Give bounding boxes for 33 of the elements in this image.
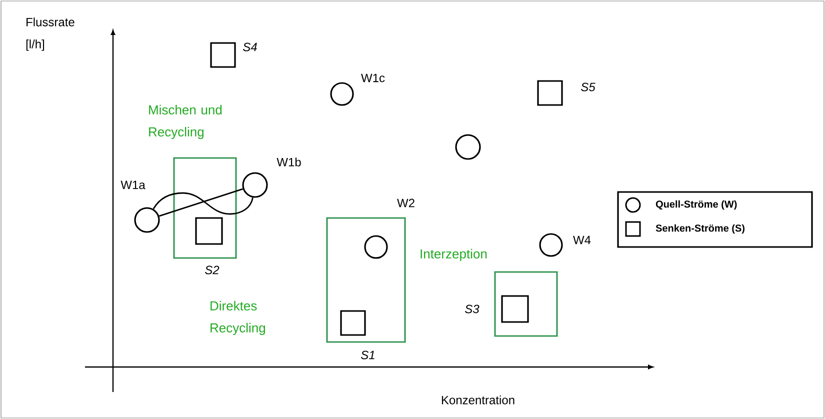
circle-marker	[134, 207, 160, 233]
sink-label: S1	[361, 350, 374, 360]
group-label: Mischen und Recycling	[149, 104, 222, 140]
circle-marker	[242, 172, 268, 198]
circle-marker	[330, 82, 354, 106]
source-label: W2	[397, 198, 414, 208]
circle-marker	[539, 233, 563, 257]
source-label: W1c	[361, 74, 385, 82]
square-marker	[340, 310, 366, 336]
connector-line	[152, 192, 254, 215]
source-label: W4	[573, 236, 591, 244]
legend-text: Senken-Ströme (S)	[656, 224, 744, 234]
square-marker	[537, 80, 563, 106]
sink-label: S2	[205, 266, 220, 274]
axis-label: Konzentration	[442, 396, 514, 404]
sink-label: S5	[581, 82, 596, 92]
group-frame	[173, 157, 237, 259]
legend-text: Quell-Ströme (W)	[656, 200, 737, 210]
source-label: W1a	[120, 180, 146, 190]
circle-marker	[455, 134, 481, 160]
sink-label: S3	[465, 304, 480, 314]
group-label: Direktes Recycling	[210, 300, 266, 336]
group-label: Interzeption	[420, 248, 487, 262]
source-label: W1b	[276, 158, 301, 166]
sink-label: S4	[243, 42, 257, 52]
group-frame	[494, 271, 558, 337]
axis-label: Flussrate [l/h]	[26, 18, 74, 51]
group-frame	[326, 217, 406, 343]
circle-marker	[364, 235, 388, 259]
square-marker	[210, 42, 236, 68]
square-marker	[195, 217, 223, 245]
connector-line	[158, 188, 244, 217]
square-marker	[501, 295, 529, 323]
